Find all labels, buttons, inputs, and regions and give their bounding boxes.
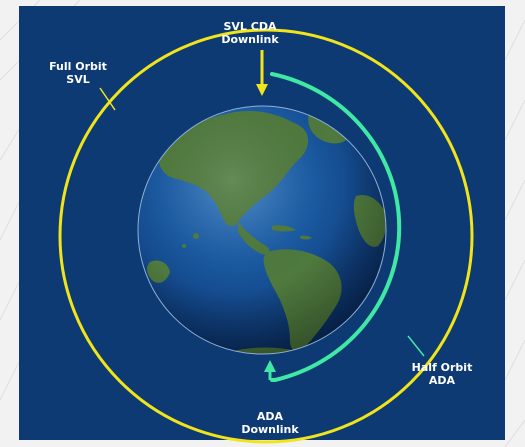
label-line: ADA [428,374,456,387]
label-line: Downlink [221,33,279,46]
label-half-orbit-ada: Half Orbit ADA [402,361,482,387]
arrow-up-icon [264,360,276,380]
label-line: SVL CDA [223,20,277,33]
label-ada-downlink: ADA Downlink [230,410,310,436]
leader-line-full-orbit [99,87,116,111]
label-line: Full Orbit [49,60,107,73]
full-orbit-ring [58,28,474,444]
label-svl-cda-downlink: SVL CDA Downlink [210,20,290,46]
half-orbit-path [270,72,402,382]
label-line: ADA [256,410,284,423]
earth-globe [137,105,387,355]
arrow-down-icon [256,50,268,96]
label-line: Half Orbit [411,361,473,374]
label-full-orbit-svl: Full Orbit SVL [38,60,118,86]
leader-line-half-orbit [407,335,425,357]
label-line: Downlink [241,423,299,436]
label-line: SVL [66,73,90,86]
